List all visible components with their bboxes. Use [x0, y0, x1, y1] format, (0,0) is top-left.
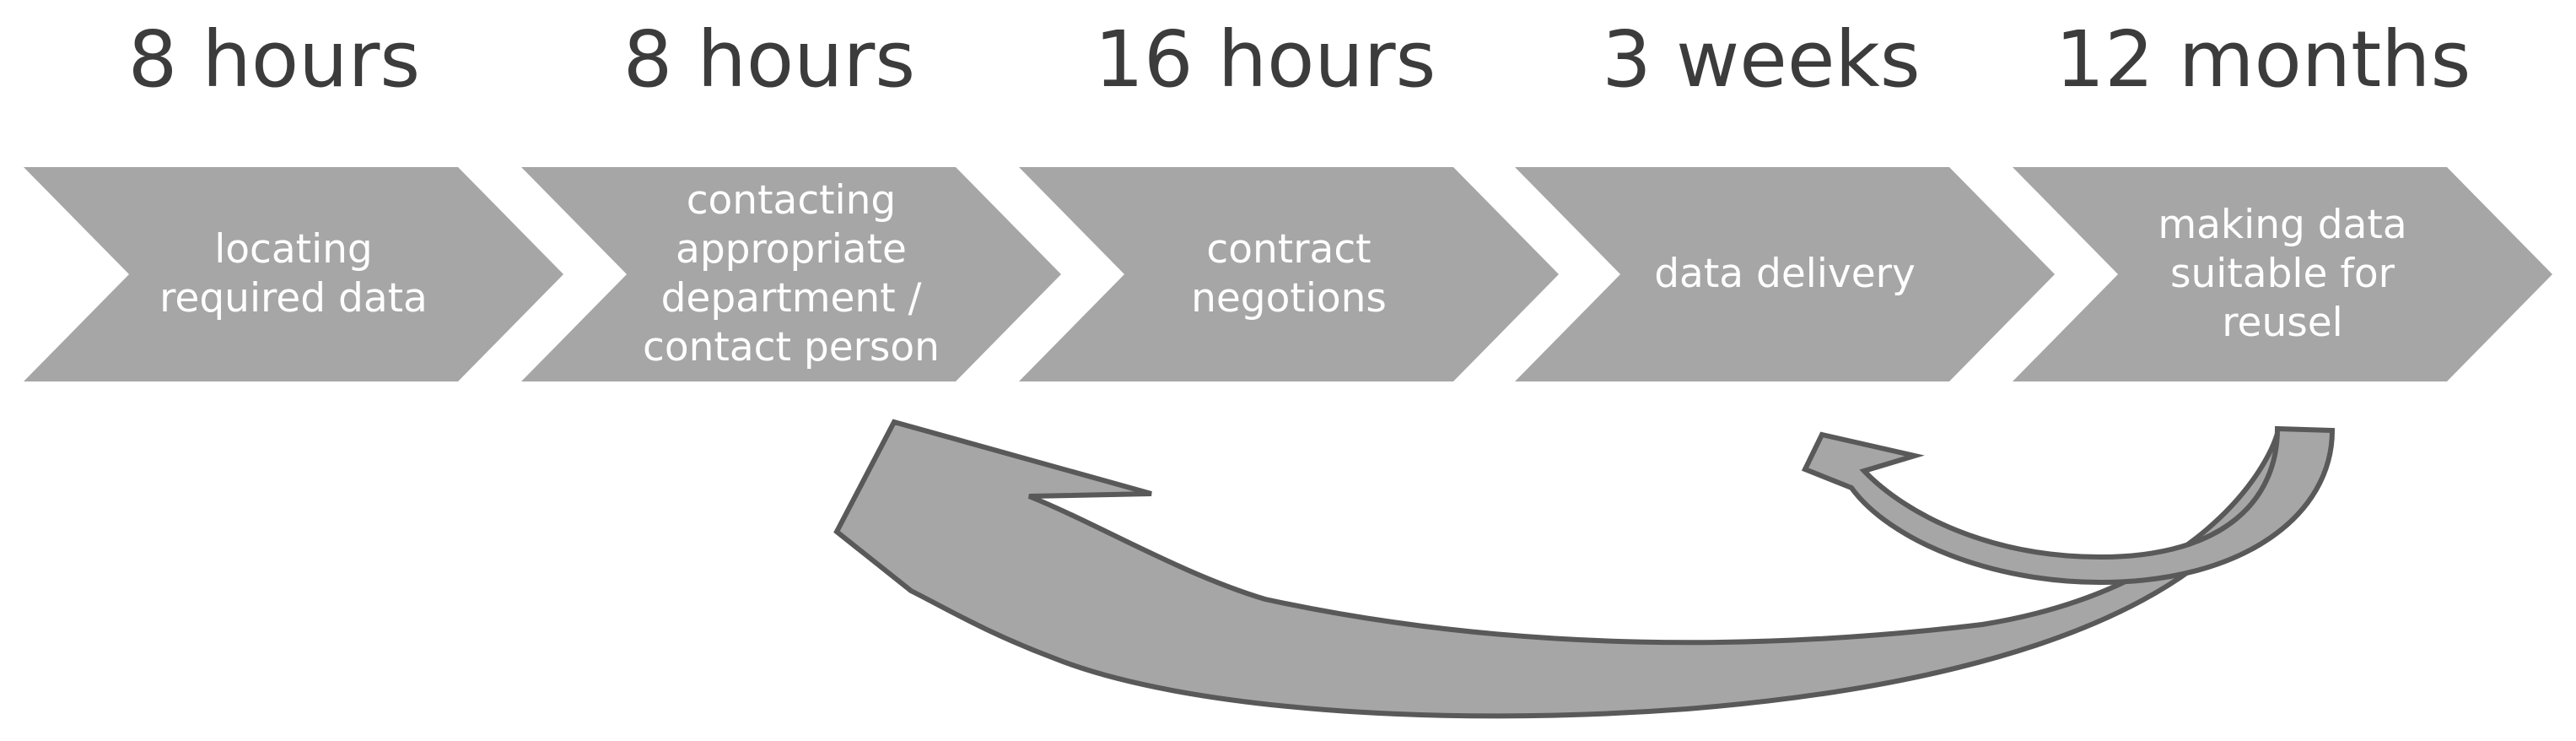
- step-label: contract negotions: [1191, 226, 1387, 322]
- curved-arrow-icon: [1801, 425, 2336, 586]
- chevron-shape: [24, 167, 563, 381]
- step-label: data delivery: [1654, 251, 1916, 297]
- chevron-shape: [521, 167, 1061, 381]
- chevron-shape: [1515, 167, 2055, 381]
- duration-reuse: 12 months: [2055, 14, 2471, 105]
- duration-locating: 8 hours: [127, 14, 421, 105]
- step-label: contacting appropriate department / cont…: [643, 177, 940, 370]
- step-contract-negotiation: contract negotions: [1019, 167, 1559, 381]
- duration-negotiation: 16 hours: [1094, 14, 1436, 105]
- duration-delivery: 3 weeks: [1602, 14, 1921, 105]
- curved-arrow-icon: [833, 419, 2282, 719]
- duration-contacting: 8 hours: [622, 14, 916, 105]
- chevron-shape: [2013, 167, 2552, 381]
- step-contacting-department: contacting appropriate department / cont…: [521, 167, 1061, 381]
- step-data-delivery: data delivery: [1515, 167, 2055, 381]
- chevron-shape: [1019, 167, 1559, 381]
- step-label: making data suitable for reusel: [2158, 202, 2407, 346]
- step-label: locating required data: [159, 226, 428, 322]
- step-locating-data: locating required data: [24, 167, 563, 381]
- step-making-data-reusable: making data suitable for reusel: [2013, 167, 2552, 381]
